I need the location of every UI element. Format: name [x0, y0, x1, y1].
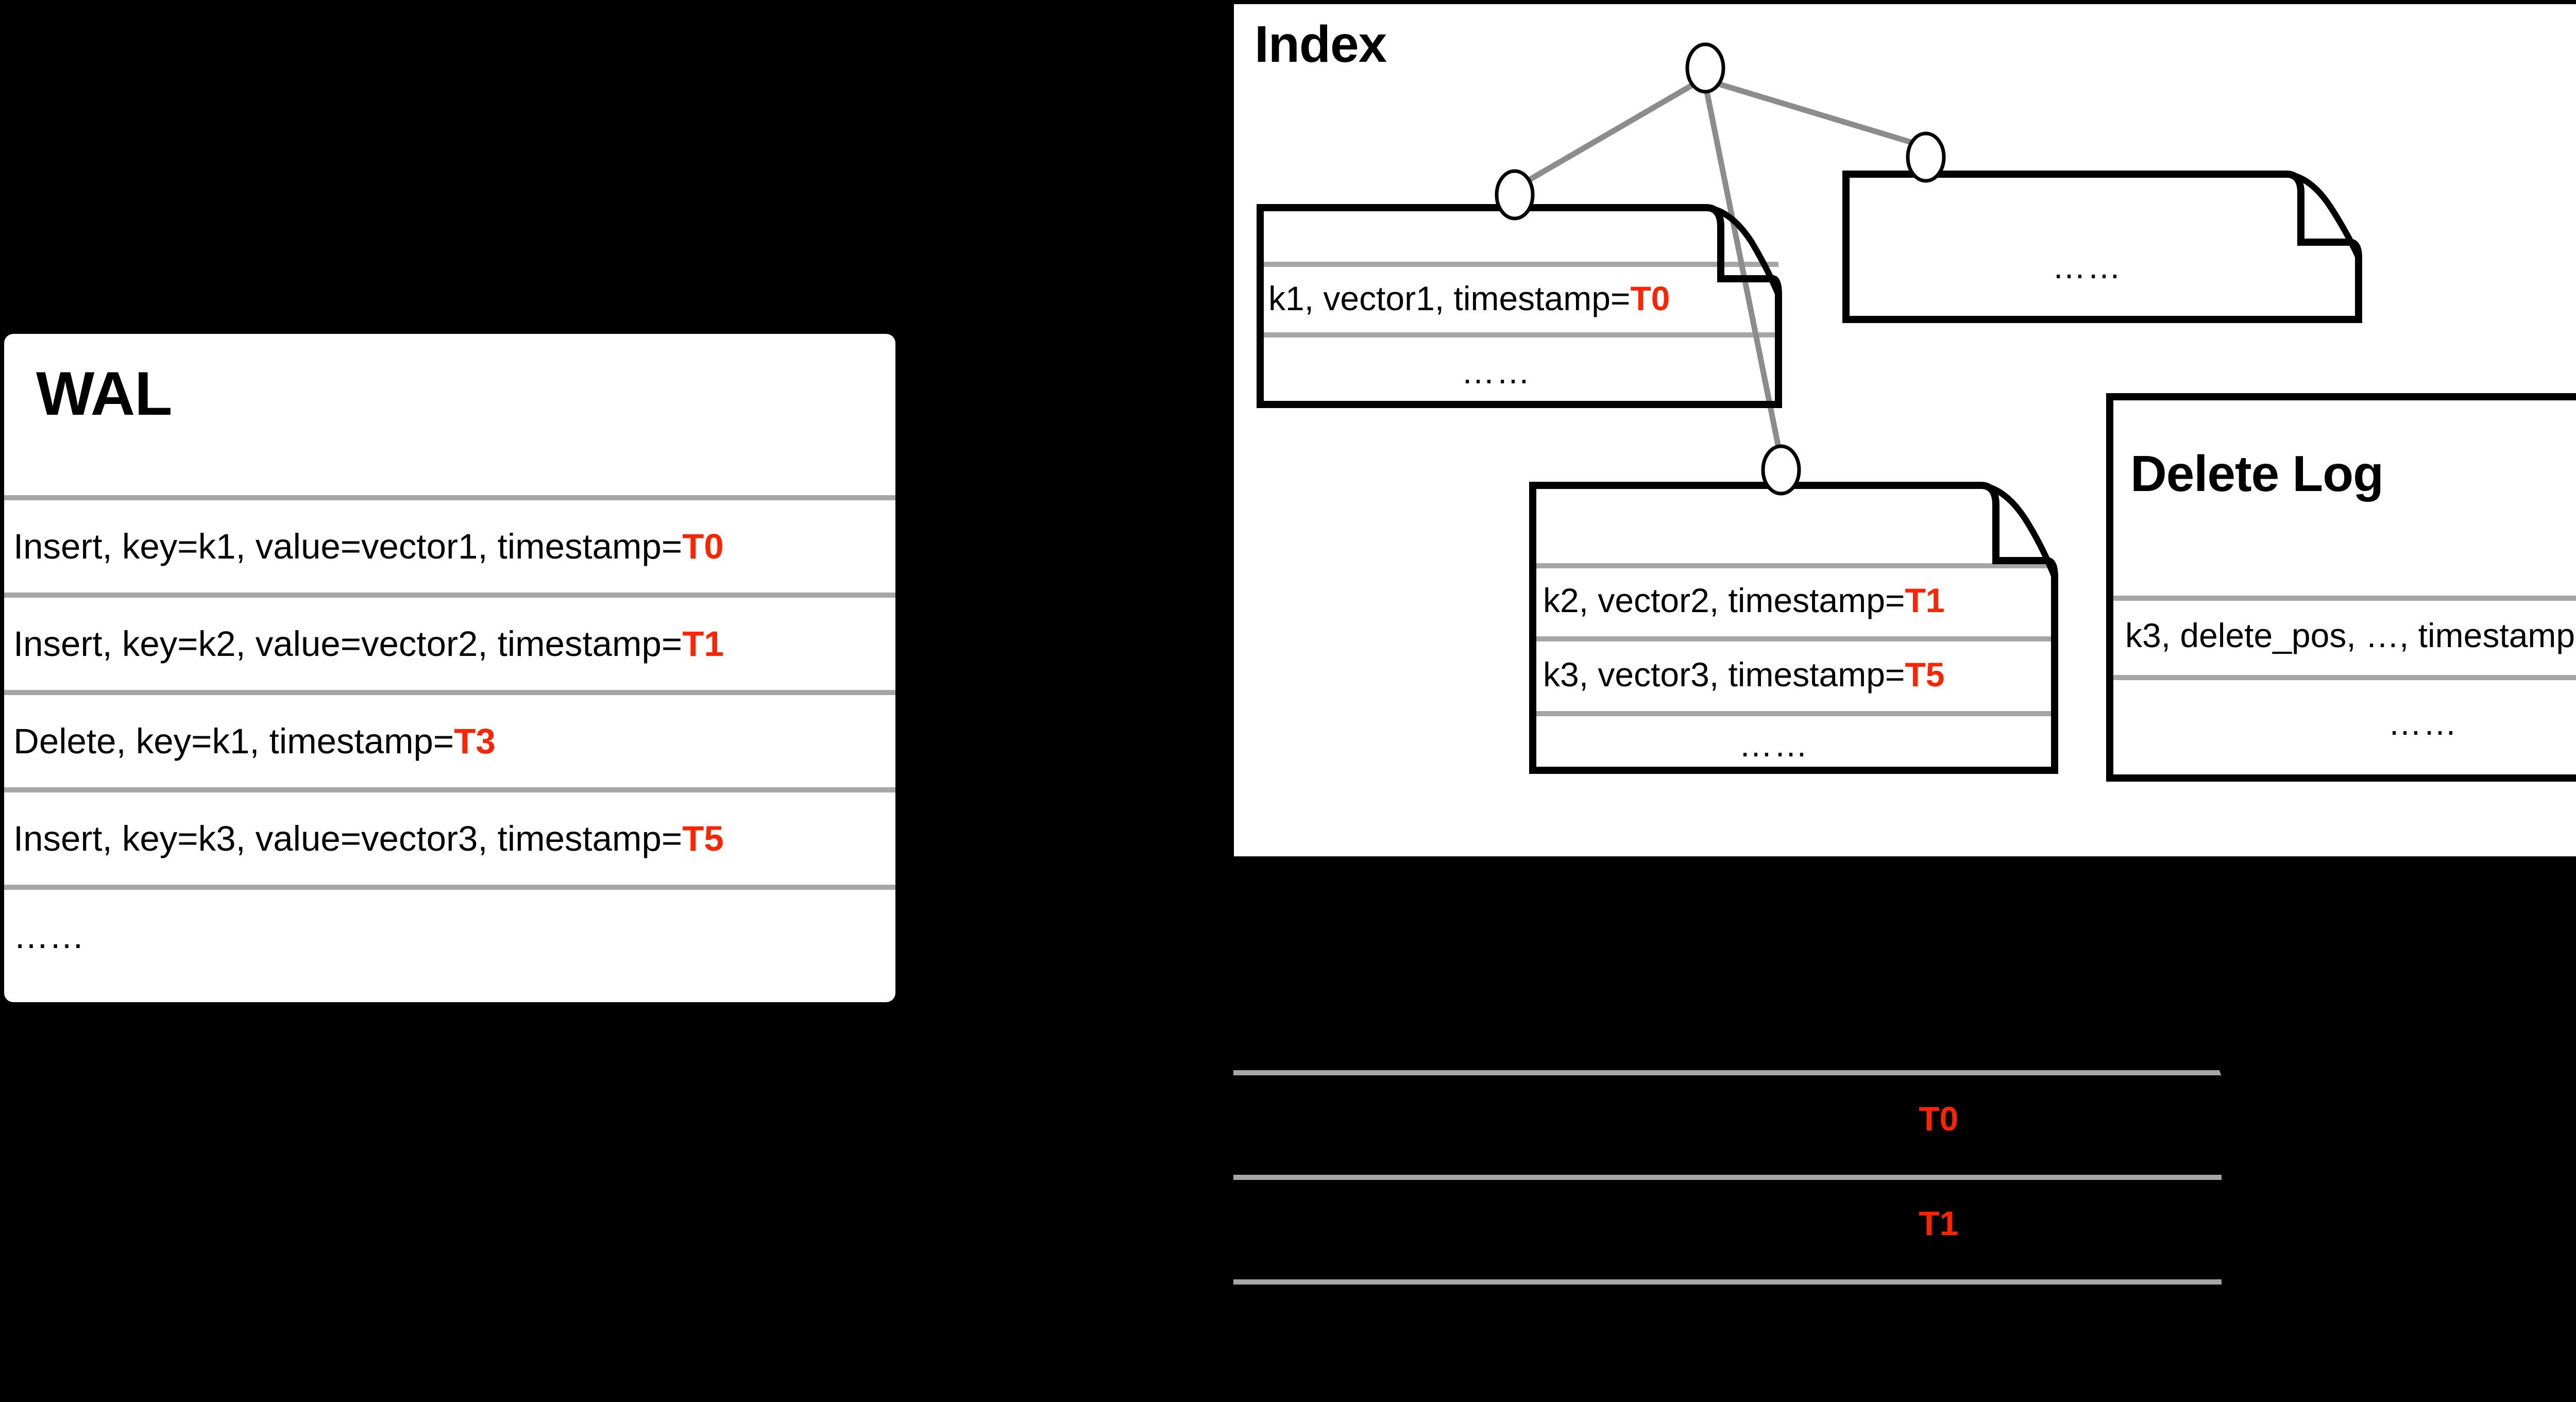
- leaf-bottom-row-timestamp: T1: [1905, 581, 1945, 619]
- delete-log-doc: Delete Log k3, delete_pos, …, timestamp=…: [2110, 397, 2576, 778]
- bin-log-row-ellipsis: ……: [1252, 1307, 1323, 1345]
- leaf-left-separator: [1260, 262, 1778, 267]
- wal-row-timestamp: T1: [682, 624, 724, 664]
- wal-panel: WAL Insert, key=k1, value=vector1, times…: [4, 334, 895, 1002]
- index-leaf-right-doc: ……: [1846, 174, 2359, 319]
- delete-log-separator: [2110, 675, 2576, 680]
- wal-row-timestamp: T0: [682, 527, 724, 566]
- wal-row: Insert, key=k1, value=vector1, timestamp…: [13, 529, 724, 564]
- leaf-bottom-row-ellipsis: ……: [1739, 725, 1809, 764]
- wal-separator: [4, 593, 895, 598]
- delete-log-row-text: k3, delete_pos, …, timestamp=: [2125, 616, 2576, 654]
- bin-log-separator: [1228, 1279, 2227, 1285]
- leaf-left-row: k1, vector1, timestamp=T0: [1268, 281, 1670, 315]
- leaf-bottom-row: k3, vector3, timestamp=T5: [1543, 657, 1944, 691]
- bin-log-separator: [1228, 1070, 2227, 1075]
- wal-row: Insert, key=k2, value=vector2, timestamp…: [13, 626, 724, 662]
- delete-log-row-ellipsis: ……: [2388, 704, 2458, 742]
- bin-log-title: Bin Log: [1242, 964, 1431, 1021]
- wal-separator: [4, 495, 895, 500]
- delete-log-separator: [2110, 596, 2576, 601]
- leaf-bottom-separator: [1533, 711, 2055, 716]
- index-title: Index: [1255, 15, 1387, 73]
- delete-log-title: Delete Log: [2130, 445, 2384, 502]
- wal-separator: [4, 787, 895, 792]
- wal-separator: [4, 885, 895, 890]
- leaf-bottom-row-text: k3, vector3, timestamp=: [1543, 655, 1905, 694]
- bin-log-row-timestamp: T0: [1919, 1100, 1959, 1138]
- leaf-bottom-separator: [1533, 636, 2055, 641]
- leaf-left-row-ellipsis: ……: [1461, 352, 1531, 391]
- bin-log-row: Op=Insert, execution_time=3,…,timestamp=…: [1252, 1102, 1958, 1136]
- leaf-bottom-row: k2, vector2, timestamp=T1: [1543, 583, 1944, 617]
- wal-row-text: Insert, key=k1, value=vector1, timestamp…: [13, 527, 683, 566]
- bin-log-row-text: Op=Insert, execution_time=3,…,timestamp=: [1252, 1100, 1919, 1138]
- leaf-bottom-row-timestamp: T5: [1905, 655, 1945, 694]
- wal-row-text: Insert, key=k3, value=vector3, timestamp…: [13, 819, 683, 858]
- wal-row-text: Insert, key=k2, value=vector2, timestamp…: [13, 624, 683, 664]
- index-leaf-left-doc: k1, vector1, timestamp=T0 ……: [1260, 208, 1778, 404]
- bin-log-row-text: Op=Insert, execution_time=5,…,timestamp=: [1252, 1204, 1919, 1242]
- wal-title: WAL: [36, 359, 173, 428]
- wal-row-timestamp: T5: [682, 819, 724, 858]
- wal-separator: [4, 690, 895, 695]
- leaf-right-row-ellipsis: ……: [2052, 247, 2122, 285]
- bin-log-separator: [1228, 1175, 2227, 1180]
- leaf-left-row-timestamp: T0: [1630, 279, 1670, 317]
- delete-log-row: k3, delete_pos, …, timestamp=T3: [2125, 618, 2576, 652]
- wal-row-text: Delete, key=k1, timestamp=: [13, 721, 454, 761]
- bin-log-doc: Bin Log Op=Insert, execution_time=3,…,ti…: [1228, 939, 2227, 1397]
- leaf-left-separator: [1260, 332, 1778, 337]
- wal-row-ellipsis: ……: [13, 916, 84, 956]
- bin-log-row: Op=Insert, execution_time=5,…,timestamp=…: [1252, 1206, 1958, 1240]
- leaf-left-row-text: k1, vector1, timestamp=: [1268, 279, 1631, 317]
- wal-row: Insert, key=k3, value=vector3, timestamp…: [13, 821, 724, 856]
- bin-log-row-timestamp: T1: [1919, 1204, 1959, 1242]
- leaf-bottom-row-text: k2, vector2, timestamp=: [1543, 581, 1905, 619]
- leaf-bottom-separator: [1533, 563, 2055, 568]
- index-leaf-bottom-doc: k2, vector2, timestamp=T1 k3, vector3, t…: [1533, 485, 2055, 770]
- wal-row: Delete, key=k1, timestamp=T3: [13, 723, 496, 759]
- wal-row-timestamp: T3: [454, 721, 496, 761]
